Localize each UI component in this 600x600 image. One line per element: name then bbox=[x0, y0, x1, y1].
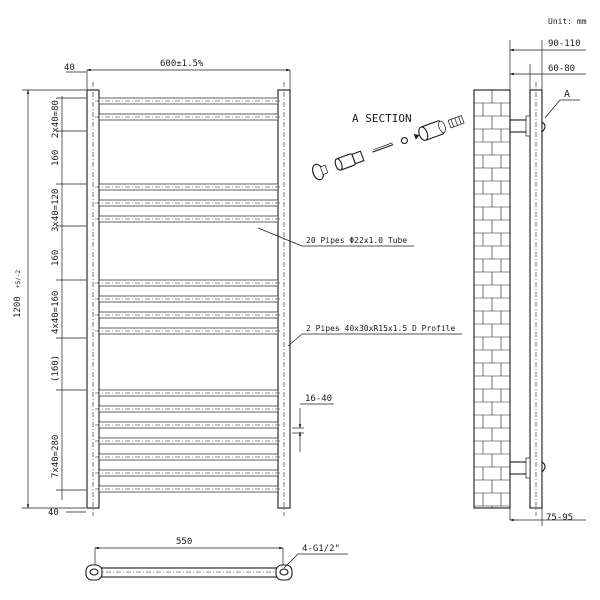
group3-dimension: 4x40=160 bbox=[51, 291, 61, 334]
height-tolerance: +5/-2 bbox=[15, 270, 22, 288]
side-bottom-dimension: 75-95 bbox=[546, 513, 573, 523]
group1-dimension: 2x40=80 bbox=[51, 100, 61, 138]
top-offset-dimension: 40 bbox=[64, 63, 75, 73]
a-section-detail: A SECTION bbox=[312, 112, 465, 181]
group2-dimension: 3x40=120 bbox=[51, 189, 61, 232]
tube-gap-dimension: 16-40 bbox=[305, 394, 332, 404]
gap3-dimension: (160) bbox=[51, 355, 61, 382]
front-view bbox=[86, 82, 291, 516]
bottom-view: 550 4-G1/2" bbox=[85, 537, 348, 581]
side-total-dimension: 90-110 bbox=[548, 39, 581, 49]
unit-label: Unit: mm bbox=[548, 17, 587, 26]
group-ticks bbox=[56, 97, 86, 491]
height-dimension: 1200 bbox=[13, 296, 23, 318]
bottom-width-dimension: 550 bbox=[176, 537, 192, 547]
group4-dimension: 7x40=280 bbox=[51, 435, 61, 478]
connections-label: 4-G1/2" bbox=[302, 544, 340, 554]
gap1-dimension: 160 bbox=[51, 150, 61, 166]
tubes-label: 20 Pipes Φ22x1.0 Tube bbox=[306, 236, 407, 245]
section-title: A SECTION bbox=[352, 112, 412, 125]
front-dimensions: 600±1.5% 40 40 1200 +5/-2 2x40=80 160 3x… bbox=[13, 59, 334, 518]
horizontal-tubes bbox=[95, 97, 282, 493]
exploded-bracket bbox=[312, 115, 465, 181]
width-dimension: 600±1.5% bbox=[160, 59, 204, 69]
callout-a: A bbox=[564, 89, 570, 100]
profile-label: 2 Pipes 40x30xR15x1.5 D Profile bbox=[306, 324, 455, 333]
bottom-tube bbox=[94, 567, 284, 578]
side-offset-dimension: 60-80 bbox=[548, 64, 575, 74]
left-connection bbox=[89, 568, 99, 576]
right-connection bbox=[279, 568, 289, 576]
leaders: 20 Pipes Φ22x1.0 Tube 2 Pipes 40x30xR15x… bbox=[257, 227, 462, 347]
gap2-dimension: 160 bbox=[51, 250, 61, 266]
bottom-offset-dimension: 40 bbox=[48, 508, 59, 518]
side-view: 90-110 60-80 75-95 A bbox=[473, 39, 586, 526]
brick-pattern bbox=[474, 90, 510, 508]
